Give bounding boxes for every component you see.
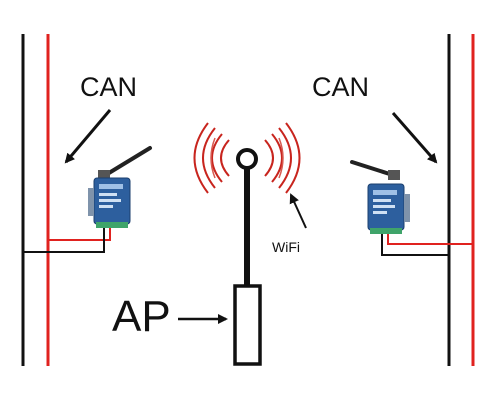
right-can-bus xyxy=(447,34,475,366)
ap-label: AP xyxy=(112,292,171,341)
wifi-arrow xyxy=(289,193,307,229)
can-label-right: CAN xyxy=(312,72,370,102)
wifi-signal-waves xyxy=(193,122,301,194)
wifi-label: WiFi xyxy=(272,239,300,255)
ap-antenna-tip xyxy=(236,148,258,170)
left-converter-device xyxy=(88,146,152,228)
left-antenna xyxy=(102,146,152,178)
can-left-arrow xyxy=(64,109,112,164)
can-right-arrow xyxy=(391,112,438,164)
wifi-waves-left xyxy=(193,122,230,194)
ap-body xyxy=(233,284,262,366)
can-label-left: CAN xyxy=(80,72,138,102)
access-point xyxy=(233,148,262,366)
right-device-wiring xyxy=(381,234,473,256)
left-can-bus xyxy=(21,34,50,366)
left-device-wiring xyxy=(23,228,111,253)
wifi-waves-right xyxy=(264,122,301,194)
right-converter-device xyxy=(350,160,410,234)
